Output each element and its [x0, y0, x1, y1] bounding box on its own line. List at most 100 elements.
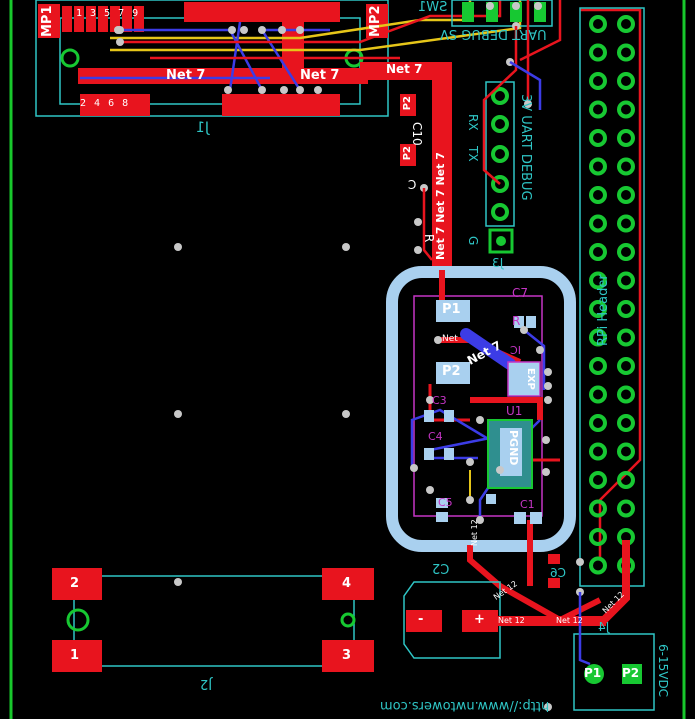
net7-label-1: Net 7	[166, 68, 206, 83]
j1-even-pin-label: 2 4 6 8	[80, 98, 130, 109]
rpi-pin[interactable]	[617, 471, 635, 489]
ic-label: IC	[510, 344, 521, 357]
j2-pad4-label: 4	[342, 576, 352, 591]
c7-label: C7	[512, 286, 529, 300]
j4-label: J4	[598, 620, 610, 634]
rpi-pin[interactable]	[617, 100, 635, 119]
j2-hole-right	[340, 612, 356, 628]
c5-label: C5	[438, 496, 453, 509]
exp-pad[interactable]	[507, 361, 541, 397]
c4-label: C4	[428, 430, 443, 443]
uart-header-pins[interactable]	[491, 87, 509, 221]
rpi-pin[interactable]	[617, 271, 635, 290]
u1-thermal-pad	[500, 428, 522, 476]
rpi-pin[interactable]	[589, 15, 607, 33]
rpi-pin[interactable]	[589, 157, 607, 176]
j4-p2-pad[interactable]	[622, 664, 642, 684]
net12-label-1: Net 12	[470, 519, 479, 546]
c6-label: C6	[550, 566, 567, 580]
j1-odd-pin-label: 1 3 5 7 9	[76, 8, 140, 19]
rpi-pin[interactable]	[589, 442, 607, 461]
rpi-pin[interactable]	[617, 15, 635, 33]
j2-pad1-label: 1	[70, 648, 80, 663]
rpi-pin[interactable]	[617, 385, 635, 404]
rpi-pin[interactable]	[617, 300, 635, 318]
uart-debug-top-label: UART DEBUG SV	[440, 26, 547, 41]
rpi-pin[interactable]	[589, 271, 607, 290]
rpi-pin[interactable]	[617, 214, 635, 233]
rpi-pin[interactable]	[617, 243, 635, 261]
j4-p1-pad[interactable]	[584, 664, 604, 684]
c2-plus-label: +	[474, 612, 485, 627]
rx-label: RX	[466, 114, 480, 131]
rpi-pin[interactable]	[617, 442, 635, 461]
rpi-pin[interactable]	[589, 129, 607, 147]
rpi-pin[interactable]	[589, 414, 607, 432]
rpi-pin[interactable]	[589, 72, 607, 90]
rpi-pin[interactable]	[617, 129, 635, 147]
net12-label-3: Net 12	[498, 616, 525, 625]
j2-pad-4[interactable]	[322, 568, 374, 600]
mp1-pad[interactable]	[38, 4, 60, 38]
rpi-pin[interactable]	[617, 499, 635, 518]
net7-copper	[78, 22, 452, 272]
rpi-pin[interactable]	[589, 385, 607, 404]
c10-label: C10	[410, 122, 424, 146]
j1-ref-label: J1	[196, 120, 210, 136]
uart-header-outline	[485, 81, 515, 227]
j1-top-pads	[62, 2, 340, 32]
c2-outline	[403, 581, 501, 659]
rpi-pin[interactable]	[589, 214, 607, 233]
j2-pad3-label: 3	[342, 648, 352, 663]
rpi-pin[interactable]	[617, 43, 635, 62]
c2-minus-pad[interactable]	[406, 610, 442, 632]
j2-pad-3[interactable]	[322, 640, 374, 672]
rpi-pin[interactable]	[589, 300, 607, 318]
rpi-pin[interactable]	[589, 243, 607, 261]
c2-plus-pad[interactable]	[462, 610, 498, 632]
rpi-header-outline	[579, 7, 645, 587]
r-u-label: R	[512, 314, 521, 328]
rpi-pin[interactable]	[617, 72, 635, 90]
net7-bottom-trace	[460, 328, 516, 370]
gnd-label: G	[466, 236, 480, 246]
net7-label-2: Net 7	[300, 68, 340, 83]
rpi-pin[interactable]	[589, 100, 607, 119]
j2-pad-1[interactable]	[52, 640, 102, 672]
mp2-label: MP2	[368, 5, 383, 37]
rpi-pin[interactable]	[589, 357, 607, 375]
rpi-pin[interactable]	[617, 157, 635, 176]
c1-label: C1	[520, 498, 535, 511]
rpi-pin[interactable]	[589, 471, 607, 489]
net7-label-3: Net 7	[386, 62, 423, 76]
j2-pad-2[interactable]	[52, 568, 102, 600]
rpi-header-pins[interactable]	[589, 15, 635, 575]
rpi-pin[interactable]	[617, 186, 635, 204]
j1-bottom-pads	[80, 94, 340, 116]
rpi-pin[interactable]	[589, 556, 607, 575]
p2-pad[interactable]	[436, 362, 470, 384]
p2-upper-label: P2	[402, 96, 413, 111]
regulator-vias	[410, 326, 552, 524]
sw1-outline	[451, 0, 553, 27]
j3-pad[interactable]	[488, 228, 514, 254]
rpi-pin[interactable]	[617, 357, 635, 375]
mp2-pad[interactable]	[366, 4, 388, 38]
c2-label: C2	[432, 560, 450, 575]
rpi-pin[interactable]	[589, 499, 607, 518]
p2-upper-pad	[400, 94, 416, 116]
j1-mount-hole-left	[60, 48, 80, 68]
sw1-pads	[462, 2, 546, 22]
rpi-pin[interactable]	[589, 528, 607, 546]
rpi-pin[interactable]	[589, 186, 607, 204]
c-label: C	[408, 178, 417, 192]
rpi-pin[interactable]	[589, 43, 607, 62]
rpi-pin[interactable]	[617, 414, 635, 432]
rpi-pin[interactable]	[589, 328, 607, 347]
r-label: R	[422, 234, 436, 243]
rpi-pin[interactable]	[617, 328, 635, 347]
c2-minus-label: -	[418, 612, 424, 627]
p1-pad[interactable]	[436, 300, 470, 322]
